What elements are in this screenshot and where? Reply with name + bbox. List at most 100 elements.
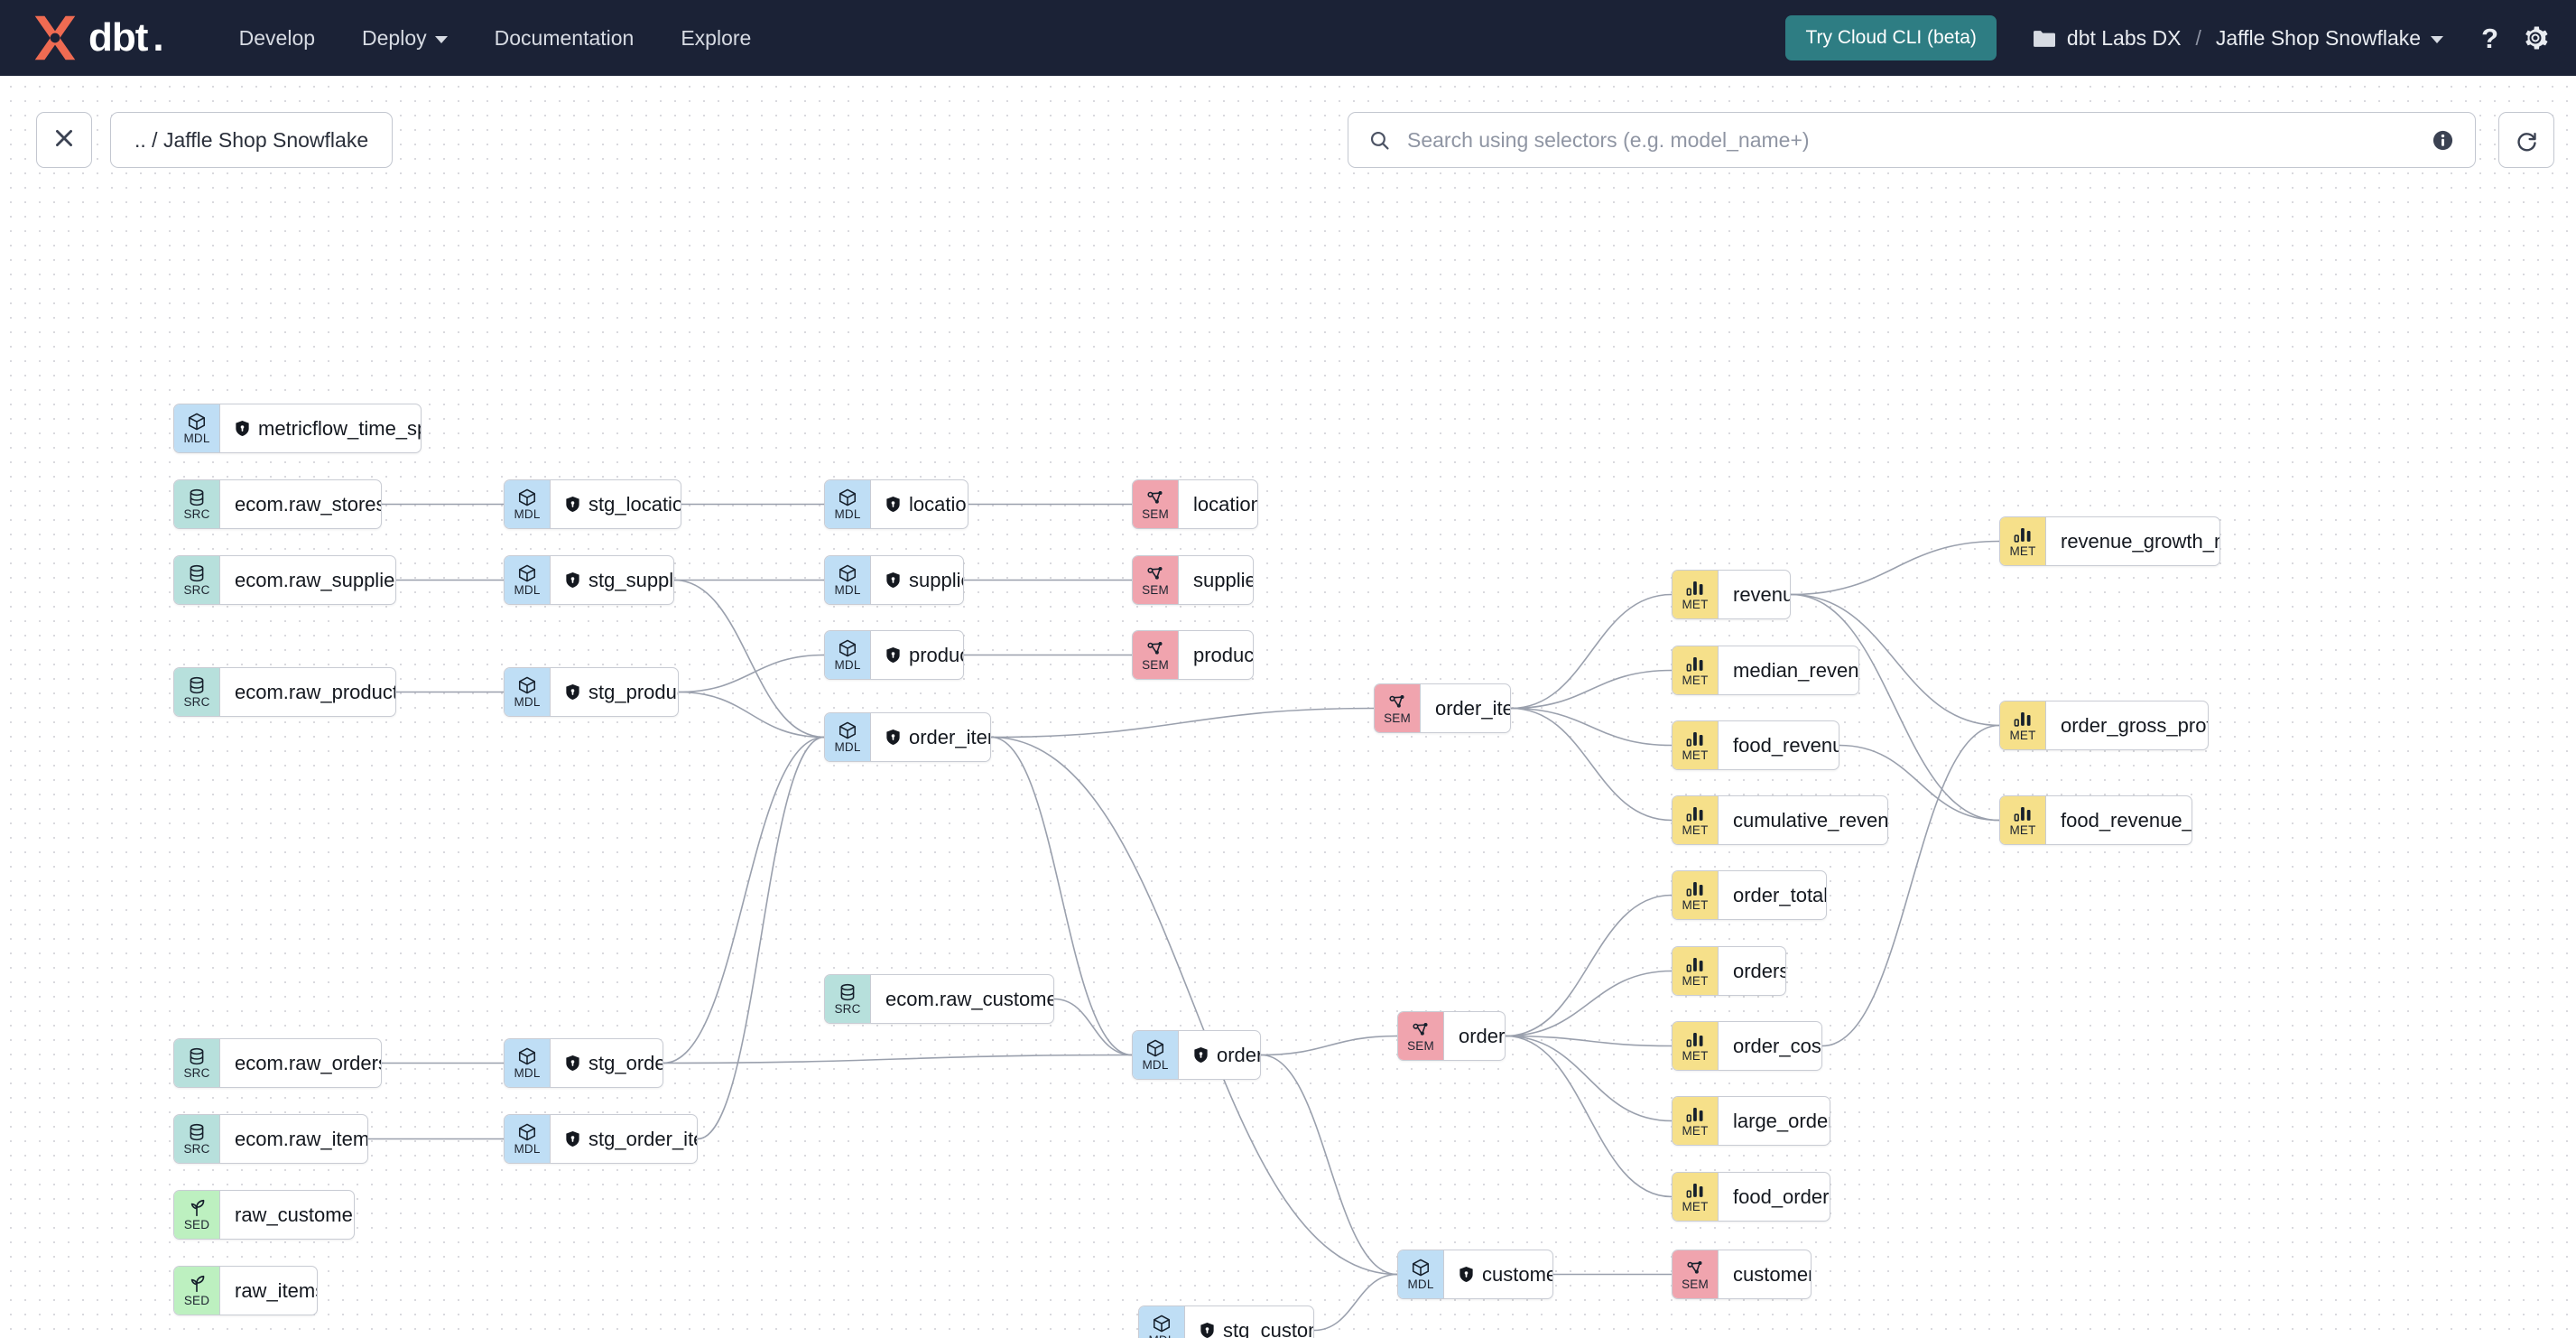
nav-documentation-label: Documentation bbox=[494, 25, 635, 50]
graph-node-sem_orders[interactable]: SEMorders bbox=[1397, 1011, 1506, 1061]
node-type-label: MDL bbox=[834, 583, 861, 598]
node-label: revenue_growth_mom bbox=[2061, 529, 2219, 553]
src-type-badge: SRC bbox=[174, 556, 220, 604]
node-label-wrap: large_order bbox=[1719, 1097, 1830, 1145]
breadcrumb-project-selector[interactable]: Jaffle Shop Snowflake bbox=[2216, 26, 2444, 51]
shield-icon bbox=[565, 1130, 580, 1148]
met-type-badge: MET bbox=[1673, 1173, 1719, 1221]
node-label-wrap: stg_order_items bbox=[551, 1115, 697, 1163]
scope-breadcrumb-chip[interactable]: .. / Jaffle Shop Snowflake bbox=[110, 112, 394, 168]
mdl-icon bbox=[187, 412, 207, 432]
shield-icon bbox=[885, 729, 901, 746]
mdl-icon bbox=[838, 488, 857, 507]
node-label-wrap: orders bbox=[1179, 1031, 1260, 1079]
node-type-label: MDL bbox=[834, 507, 861, 522]
met-type-badge: MET bbox=[1673, 1097, 1719, 1145]
node-label-wrap: raw_customers bbox=[220, 1191, 354, 1239]
node-label-wrap: food_orders bbox=[1719, 1173, 1830, 1221]
graph-node-mdl_orders[interactable]: MDLorders bbox=[1132, 1030, 1261, 1080]
info-icon[interactable] bbox=[2431, 128, 2455, 153]
graph-node-mdl_products[interactable]: MDLproducts bbox=[824, 630, 964, 680]
close-button[interactable] bbox=[36, 112, 92, 168]
sed-icon bbox=[187, 1274, 207, 1294]
nav-explore-label: Explore bbox=[681, 25, 752, 50]
try-cloud-cli-button[interactable]: Try Cloud CLI (beta) bbox=[1785, 15, 1997, 60]
nav-deploy[interactable]: Deploy bbox=[338, 17, 471, 60]
edge-stg_orders-to-mdl_orders bbox=[663, 1054, 1133, 1064]
refresh-button[interactable] bbox=[2498, 112, 2554, 168]
breadcrumb-account[interactable]: dbt Labs DX bbox=[2066, 25, 2182, 50]
node-label-wrap: revenue bbox=[1719, 571, 1790, 618]
node-label: ecom.raw_items bbox=[235, 1127, 368, 1150]
gear-icon[interactable] bbox=[2522, 24, 2549, 51]
sem-type-badge: SEM bbox=[1133, 480, 1179, 528]
graph-node-met_large_order[interactable]: MET large_order bbox=[1672, 1096, 1830, 1146]
close-icon bbox=[52, 126, 76, 154]
top-navigation-bar: dbt . Develop Deploy Documentation Explo… bbox=[0, 0, 2576, 76]
met-type-badge: MET bbox=[1673, 796, 1719, 844]
nav-documentation[interactable]: Documentation bbox=[471, 17, 658, 60]
shield-icon bbox=[885, 571, 901, 589]
lineage-edges bbox=[368, 503, 2000, 1332]
node-label: large_order bbox=[1733, 1109, 1830, 1132]
graph-node-sem_customers[interactable]: SEMcustomers bbox=[1672, 1250, 1812, 1299]
graph-node-mdl_supplies[interactable]: MDL supplies bbox=[824, 555, 964, 605]
node-label-wrap: ecom.raw_orders bbox=[220, 1039, 381, 1087]
dbt-logo[interactable]: dbt . bbox=[27, 10, 164, 66]
sem-type-badge: SEM bbox=[1133, 556, 1179, 604]
met-type-badge: MET bbox=[2000, 796, 2046, 844]
graph-node-sem_locations[interactable]: SEMlocations bbox=[1132, 479, 1258, 529]
node-type-label: MET bbox=[2009, 823, 2036, 838]
graph-node-mdl_locations[interactable]: MDLlocations bbox=[824, 479, 968, 529]
help-icon[interactable]: ? bbox=[2481, 22, 2498, 54]
nav-develop[interactable]: Develop bbox=[216, 17, 338, 60]
node-label-wrap: supplies bbox=[871, 556, 963, 604]
node-label-wrap: raw_items bbox=[220, 1267, 317, 1315]
nav-explore[interactable]: Explore bbox=[657, 17, 774, 60]
node-type-label: MET bbox=[1682, 1200, 1709, 1214]
edge-sem_orders-to-met_order_total bbox=[1505, 894, 1673, 1037]
node-label: orders bbox=[1459, 1024, 1506, 1047]
graph-node-met_food_orders[interactable]: MET food_orders bbox=[1672, 1172, 1830, 1222]
graph-node-sem_products[interactable]: SEMproducts bbox=[1132, 630, 1254, 680]
src-type-badge: SRC bbox=[174, 480, 220, 528]
node-label-wrap: orders bbox=[1719, 947, 1785, 995]
mdl-type-badge: MDL bbox=[505, 556, 551, 604]
node-label: supplies bbox=[909, 568, 963, 591]
search-input[interactable] bbox=[1405, 126, 2431, 153]
node-type-label: SEM bbox=[1384, 711, 1411, 726]
graph-node-mdl_customers[interactable]: MDLcustomers bbox=[1397, 1250, 1553, 1299]
lineage-canvas[interactable]: .. / Jaffle Shop Snowflake bbox=[0, 76, 2576, 1338]
edge-mdl_order_items-to-mdl_orders bbox=[990, 736, 1133, 1056]
edge-met_revenue-to-met_revenue_growth_mom bbox=[1790, 540, 2000, 596]
search-bar[interactable] bbox=[1348, 112, 2476, 168]
graph-node-sem_supplies[interactable]: SEMsupplies bbox=[1132, 555, 1254, 605]
